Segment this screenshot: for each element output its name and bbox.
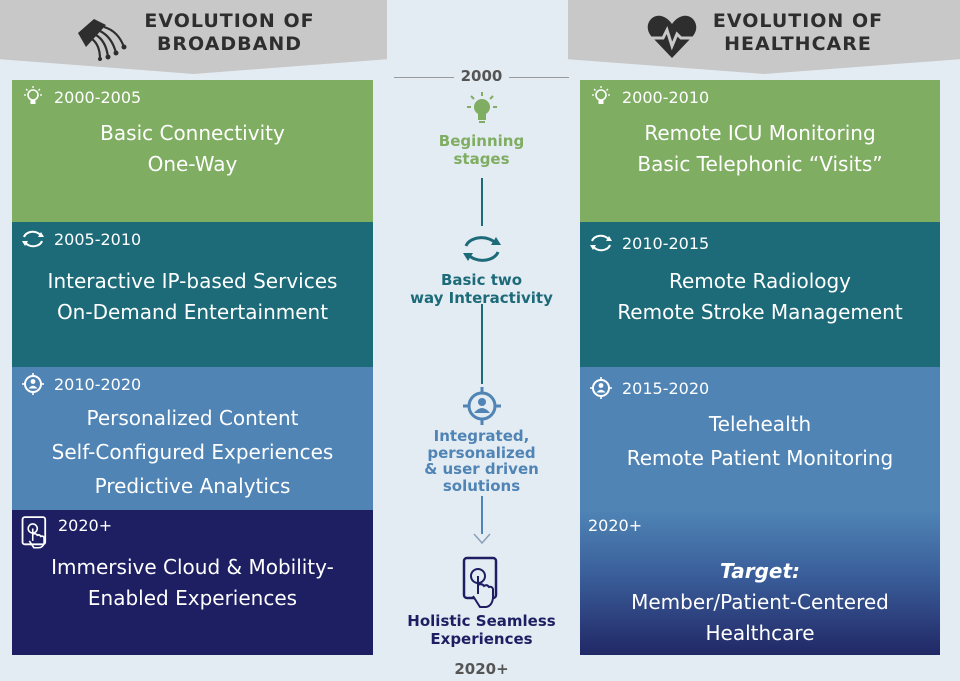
stage-holistic: Holistic Seamless Experiences — [397, 612, 566, 648]
healthcare-header: EVOLUTION OF HEALTHCARE — [568, 0, 960, 74]
stage-line: way Interactivity — [410, 289, 553, 307]
touch-device-icon — [21, 516, 47, 549]
lightbulb-icon — [592, 86, 610, 104]
stage-line: Holistic Seamless — [407, 612, 556, 630]
stage-line: stages — [453, 150, 510, 168]
lightbulb-icon — [24, 86, 42, 104]
healthcare-panel-2020-plus: 2020+ Target: Member/Patient-Centered He… — [580, 510, 940, 655]
panel-line: Member/Patient-Centered — [631, 590, 889, 614]
panel-line: Enabled Experiences — [87, 586, 298, 610]
timeline-start: 2000 — [394, 66, 569, 88]
stage-line: & user driven — [424, 460, 539, 478]
fiber-optic-icon — [78, 19, 127, 61]
panel-line: Personalized Content — [86, 406, 299, 430]
user-target-icon — [590, 377, 612, 399]
panel-line: Remote ICU Monitoring — [644, 121, 876, 145]
broadband-title-line1: EVOLUTION OF — [144, 10, 315, 33]
panel-line: Self-Configured Experiences — [51, 440, 334, 464]
panel-period: 2010-2020 — [54, 374, 142, 394]
cycle-arrows-icon — [590, 234, 612, 252]
panel-line: Healthcare — [705, 621, 815, 645]
healthcare-panel-2000-2010: 2000-2010 Remote ICU Monitoring Basic Te… — [580, 80, 940, 222]
stage-integrated: Integrated, personalized & user driven s… — [397, 428, 566, 494]
panel-period: 2010-2015 — [622, 233, 710, 253]
timeline-line — [481, 496, 483, 534]
timeline-line — [481, 304, 483, 384]
panel-period: 2015-2020 — [622, 378, 710, 398]
panel-line: On-Demand Entertainment — [56, 300, 329, 324]
panel-period: 2020+ — [58, 516, 113, 535]
broadband-panel-2010-2020: 2010-2020 Personalized Content Self-Conf… — [12, 367, 373, 510]
panel-line: Basic Telephonic “Visits” — [637, 152, 883, 176]
user-target-icon — [463, 387, 501, 425]
stage-line: Basic two — [440, 271, 523, 289]
stage-line: Beginning — [438, 132, 525, 150]
panel-line: Remote Radiology — [668, 269, 852, 293]
panel-line: One-Way — [147, 152, 238, 176]
broadband-panel-2005-2010: 2005-2010 Interactive IP-based Services … — [12, 222, 373, 367]
lightbulb-icon — [467, 92, 497, 123]
user-target-icon — [22, 373, 44, 395]
target-label: Target: — [719, 559, 801, 583]
down-arrow-icon — [473, 533, 491, 545]
stage-line: Experiences — [430, 630, 533, 648]
panel-period: 2005-2010 — [54, 229, 142, 249]
heart-pulse-icon — [647, 15, 697, 58]
healthcare-title-line1: EVOLUTION OF — [712, 10, 884, 33]
panel-line: Interactive IP-based Services — [47, 269, 338, 293]
panel-period: 2000-2005 — [54, 87, 142, 107]
stage-line: Integrated, — [433, 427, 530, 445]
healthcare-panel-2010-2015: 2010-2015 Remote Radiology Remote Stroke… — [580, 222, 940, 367]
panel-line: Telehealth — [708, 412, 812, 436]
cycle-arrows-icon — [463, 236, 501, 262]
panel-line: Basic Connectivity — [100, 121, 285, 145]
cycle-arrows-icon — [22, 230, 44, 248]
stage-two-way: Basic two way Interactivity — [397, 271, 566, 307]
stage-line: personalized — [427, 443, 536, 462]
touch-device-icon — [462, 556, 498, 608]
broadband-panel-2020-plus: 2020+ Immersive Cloud & Mobility- Enable… — [12, 510, 373, 655]
panel-line: Immersive Cloud & Mobility- — [51, 555, 334, 579]
broadband-header: EVOLUTION OF BROADBAND — [0, 0, 387, 74]
stage-beginning: Beginning stages — [397, 132, 566, 168]
timeline-start-year: 2000 — [460, 67, 503, 85]
timeline-end-year: 2020+ — [454, 660, 509, 678]
panel-line: Predictive Analytics — [94, 474, 291, 498]
panel-period: 2000-2010 — [622, 87, 710, 107]
healthcare-title-line2: HEALTHCARE — [724, 33, 872, 55]
panel-line: Remote Patient Monitoring — [626, 446, 894, 470]
panel-period: 2020+ — [588, 516, 643, 535]
stage-line: solutions — [442, 476, 521, 495]
panel-line: Remote Stroke Management — [617, 300, 903, 324]
timeline-line — [481, 178, 483, 226]
broadband-panel-2000-2005: 2000-2005 Basic Connectivity One-Way — [12, 80, 373, 222]
broadband-title-line2: BROADBAND — [156, 33, 303, 55]
healthcare-panel-2015-2020: 2015-2020 Telehealth Remote Patient Moni… — [580, 367, 940, 510]
